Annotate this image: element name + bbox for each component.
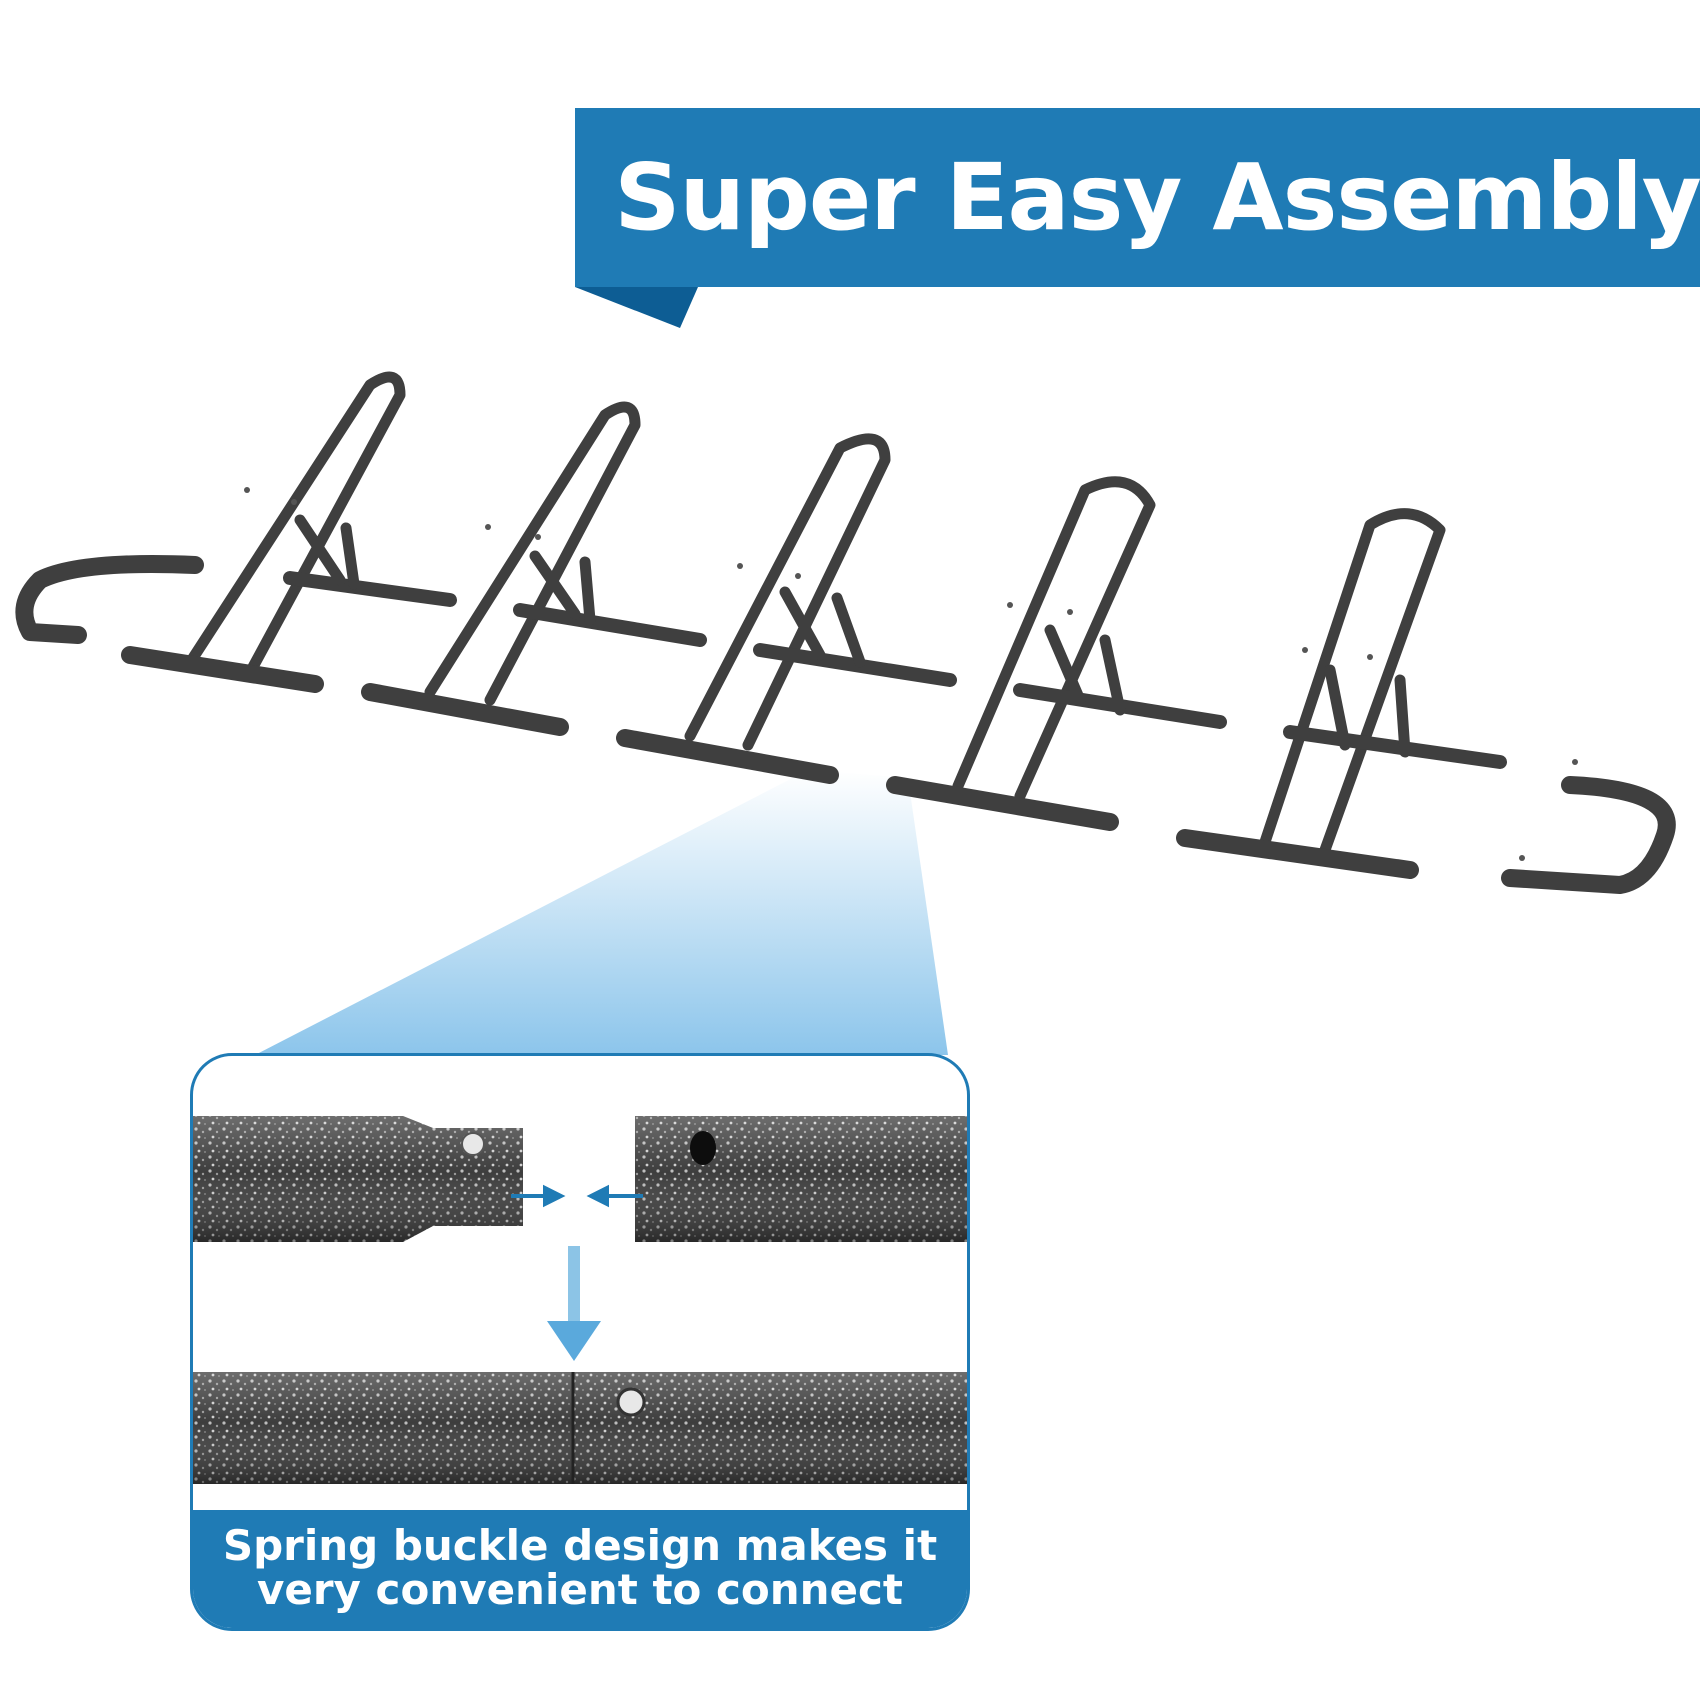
title-banner: Super Easy Assembly — [575, 108, 1700, 287]
caption-bar: Spring buckle design makes it very conve… — [193, 1510, 967, 1628]
tube-left-tapered — [193, 1116, 523, 1242]
stand-4 — [886, 476, 1227, 831]
arrow-down-icon — [547, 1246, 601, 1361]
caption-line-2: very convenient to connect — [256, 1565, 904, 1614]
stand-1 — [121, 371, 457, 693]
stand-3 — [616, 433, 957, 784]
button-hole — [690, 1131, 716, 1165]
caption-line-1: Spring buckle design makes it — [222, 1521, 938, 1570]
right-end-hook — [1501, 776, 1676, 894]
zoom-beam — [255, 770, 948, 1055]
tube-assembled — [193, 1372, 967, 1484]
screws — [244, 487, 1578, 861]
tube-connection-diagram — [193, 1116, 967, 1484]
rack-parts — [15, 371, 1676, 894]
arrow-right-left-icon — [511, 1184, 643, 1208]
stand-5 — [1176, 508, 1507, 879]
left-end-hook — [15, 555, 204, 644]
tube-right-socket — [635, 1116, 967, 1242]
stand-2 — [361, 401, 707, 736]
banner-fold — [575, 287, 698, 328]
engaged-spring-button — [616, 1387, 646, 1417]
connection-detail-panel: Spring buckle design makes it very conve… — [190, 1053, 970, 1631]
spring-button — [461, 1132, 485, 1156]
banner-title: Super Easy Assembly — [614, 144, 1700, 251]
